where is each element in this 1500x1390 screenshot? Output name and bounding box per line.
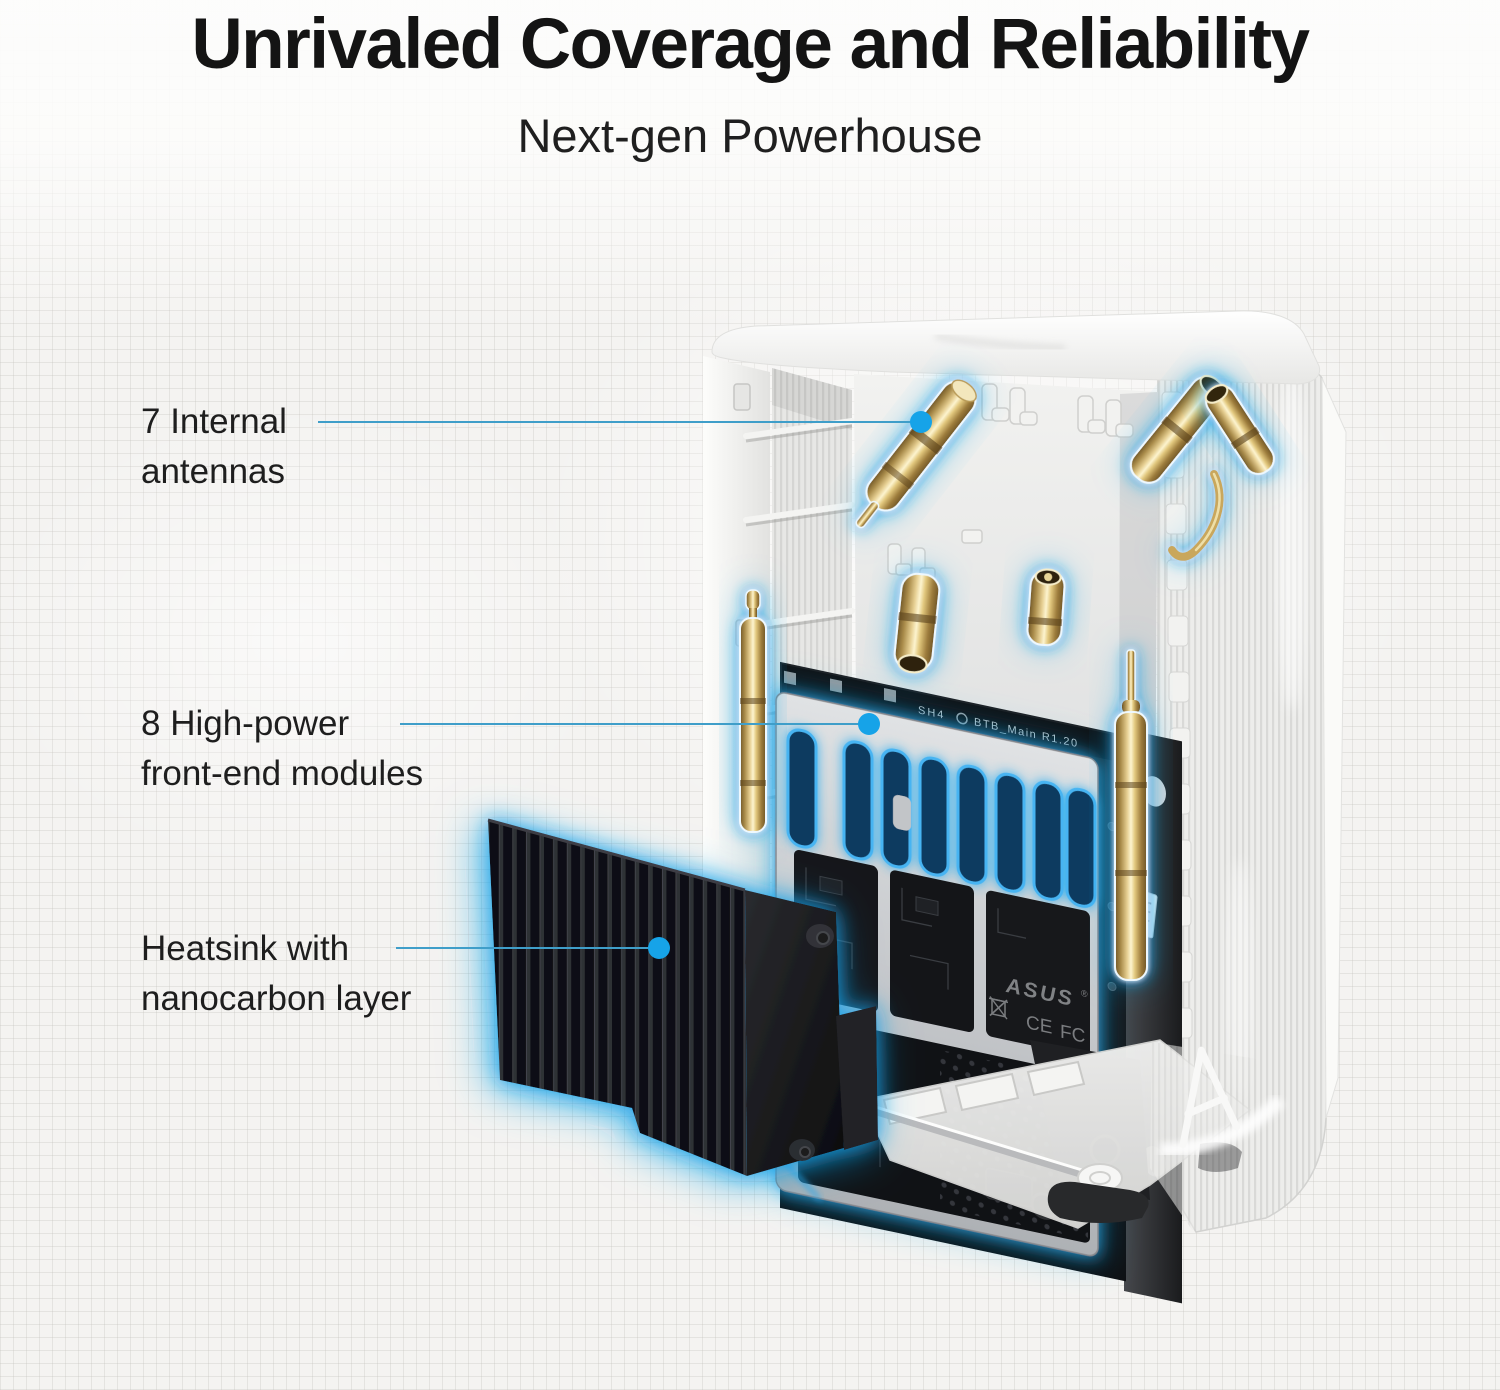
m-mark-icon <box>956 712 968 725</box>
antenna-wire <box>1168 470 1224 561</box>
page-subtitle: Next-gen Powerhouse <box>517 109 983 162</box>
antenna-center <box>893 572 941 674</box>
top-embossed-logo <box>934 333 1066 351</box>
right-outer-rim <box>1321 377 1347 1119</box>
antenna-tilted-left <box>855 379 977 529</box>
module-slot <box>1032 780 1064 901</box>
front-corner-cover <box>1150 1042 1300 1230</box>
brand-registered-mark: ® <box>1081 988 1088 999</box>
rubber-foot-front <box>1047 1181 1149 1223</box>
callout-line: nanocarbon layer <box>141 979 412 1018</box>
antenna-v-right <box>1204 384 1275 475</box>
callout-line: 7 Internal <box>141 402 287 441</box>
callout-label-modules: 8 High-power front-end modules <box>141 699 423 799</box>
base-rail <box>870 1106 1084 1178</box>
module-slot <box>994 772 1026 893</box>
weee-bin-icon <box>989 996 1008 1020</box>
heatsink <box>487 818 878 1176</box>
module-slot <box>842 740 874 861</box>
module-slot <box>786 728 818 849</box>
pcb-marking-left: SH4 <box>918 704 945 722</box>
callout-leaders <box>318 411 932 959</box>
callout-line: front-end modules <box>141 754 424 793</box>
heatsink-step-block <box>836 1006 878 1150</box>
module-slot <box>956 764 988 885</box>
antenna-center-right <box>1026 568 1066 647</box>
module-slots <box>786 728 1097 908</box>
asus-triangle-logo <box>1179 1046 1241 1149</box>
module-slot <box>1065 787 1097 908</box>
heatsink-fins <box>488 820 747 1176</box>
antenna-standoff-right <box>1114 649 1148 981</box>
module-slot <box>918 756 950 877</box>
heatsink-front-face <box>745 890 844 1176</box>
page-title: Unrivaled Coverage and Reliability <box>191 5 1310 84</box>
chip-window <box>986 890 1090 1057</box>
callout-label-antennas: 7 Internal antennas <box>141 397 287 497</box>
callout-dot-modules <box>858 713 880 735</box>
callout-dot-heatsink <box>648 937 670 959</box>
slot-c-notch <box>893 795 911 831</box>
callout-label-heatsink: Heatsink with nanocarbon layer <box>141 924 411 1024</box>
callout-dot-antennas <box>910 411 932 433</box>
callout-line: antennas <box>141 452 286 491</box>
antenna-v-left <box>1129 374 1225 484</box>
chip-window <box>890 870 974 1032</box>
mount-hooks <box>887 383 1134 580</box>
antenna-standoff-left <box>739 589 767 833</box>
callout-line: Heatsink with <box>141 929 350 968</box>
callout-line: 8 High-power <box>141 704 350 743</box>
